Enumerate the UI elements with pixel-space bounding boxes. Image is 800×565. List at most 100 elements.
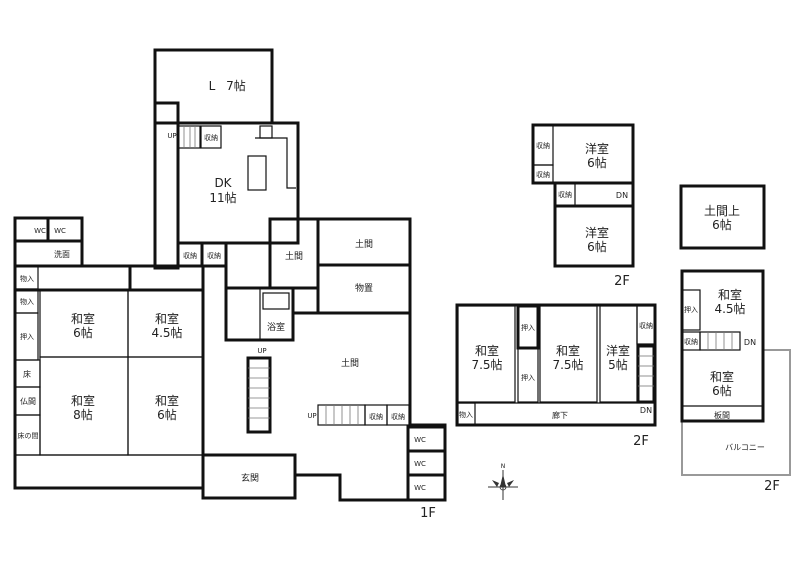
oshiire [681, 289, 701, 331]
washitsu-7-5 [539, 305, 598, 403]
room-name: 和室 [71, 311, 95, 326]
doma-main [293, 311, 447, 502]
tokonoma-label: 床の間 [18, 431, 39, 440]
room-size: 6帖 [73, 325, 93, 340]
room-name: 和室 [155, 393, 179, 408]
floor-label: 2F [614, 274, 630, 289]
room-name: 洋室 [585, 225, 609, 240]
hallway [153, 101, 180, 270]
floor-label: 2F [633, 434, 649, 449]
compass-icon: N [488, 463, 518, 500]
room-size: 7.5帖 [552, 357, 583, 372]
floor-2-east-outline [680, 269, 765, 423]
closet-label: 物入 [20, 297, 34, 306]
washitsu-7-5 [457, 305, 516, 403]
youshitsu-6 [553, 204, 635, 268]
stairs-2f-east [699, 331, 741, 351]
wash-area [224, 241, 272, 290]
floor-label: 1F [420, 506, 436, 521]
oshiire-label: 押入 [521, 373, 535, 382]
stairs-dk [177, 125, 201, 149]
balcony-label: バルコニー [725, 443, 765, 452]
oshiire-label: 押入 [521, 323, 535, 332]
room-size: 4.5帖 [714, 301, 745, 316]
compass-north-label: N [501, 463, 506, 470]
room-name: 土間上 [704, 204, 740, 218]
room-size: 4.5帖 [151, 325, 182, 340]
wc-label: WC [414, 484, 426, 492]
room-size: 6帖 [712, 383, 732, 398]
room-size: 6帖 [157, 407, 177, 422]
stairs-up-label: UP [167, 132, 176, 140]
itama-label: 板間 [714, 410, 730, 420]
room-name: 洋室 [606, 343, 630, 358]
entrance-label: 玄関 [241, 472, 259, 484]
storage-label: 収納 [204, 133, 218, 142]
butsuma-label: 仏間 [20, 397, 36, 406]
stairs-dn-label: DN [744, 338, 756, 347]
bathtub-icon [262, 292, 290, 310]
toko-label: 床 [23, 369, 31, 379]
wc-label: WC [414, 436, 426, 444]
doma-upper-label: 土間 [355, 238, 373, 250]
oshiire-label: 押入 [684, 305, 698, 314]
floor-label: 2F [764, 479, 780, 494]
dk-size: 11帖 [209, 190, 236, 205]
floor-1: L 7帖 DK 11帖 UP 収納 収納 収納 土間 土間 物置 [13, 48, 447, 521]
kitchen-counter [255, 137, 296, 189]
wc-label: WC [54, 227, 66, 235]
room-name: 和室 [556, 343, 580, 358]
room-name: 和室 [155, 311, 179, 326]
storage [636, 305, 656, 345]
storage-label: 収納 [369, 412, 383, 421]
stairs-dn-label: DN [616, 191, 628, 200]
washroom [13, 239, 84, 268]
living-size: 7帖 [226, 78, 246, 93]
oshiire-label: 押入 [20, 332, 34, 341]
storage [200, 125, 222, 149]
storage-label: 収納 [639, 321, 653, 330]
stove-icon [259, 125, 273, 139]
doma-main-label: 土間 [341, 357, 359, 369]
room-size: 6帖 [587, 239, 607, 254]
room-name: 和室 [475, 343, 499, 358]
stairs-2f-middle [636, 344, 656, 404]
storage [532, 164, 554, 184]
floor-2-west: 収納 収納 洋室 6帖 収納 DN 洋室 6帖 2F [531, 123, 635, 289]
corridor-1f [128, 264, 205, 292]
bath-label: 浴室 [267, 321, 285, 333]
closet-label: 物入 [459, 410, 473, 419]
storage-label: 収納 [558, 190, 572, 199]
dk-name: DK [214, 176, 232, 190]
room-name: 和室 [718, 287, 742, 302]
room-size: 5帖 [608, 357, 628, 372]
wc-label: WC [414, 460, 426, 468]
room-size: 6帖 [587, 155, 607, 170]
storage-shed-label: 物置 [355, 282, 373, 294]
room-name: 和室 [710, 369, 734, 384]
room-name: 和室 [71, 393, 95, 408]
storage-label: 収納 [207, 251, 221, 260]
toilet [406, 473, 447, 502]
washroom-label: 洗面 [54, 249, 70, 259]
room-size: 8帖 [73, 407, 93, 422]
storage-label: 収納 [684, 337, 698, 346]
oshiire [517, 347, 539, 403]
storage-label: 収納 [536, 141, 550, 150]
storage [386, 404, 410, 426]
doma-small-label: 土間 [285, 250, 303, 262]
washitsu-6 [127, 356, 204, 456]
room-name: 洋室 [585, 141, 609, 156]
storage-label: 収納 [391, 412, 405, 421]
stairs-up-label: UP [307, 412, 316, 420]
stairs-up-label: UP [257, 347, 266, 355]
kitchen-island [247, 155, 267, 191]
storage-label: 収納 [183, 251, 197, 260]
room-size: 6帖 [712, 217, 732, 232]
stairs-1f [246, 356, 272, 434]
floor-2-middle: 和室 7.5帖 押入 押入 和室 7.5帖 洋室 5帖 収納 物入 廊下 DN … [455, 303, 657, 449]
storage-label: 収納 [536, 170, 550, 179]
closet-label: 物入 [20, 274, 34, 283]
wc-label: WC [34, 227, 46, 235]
